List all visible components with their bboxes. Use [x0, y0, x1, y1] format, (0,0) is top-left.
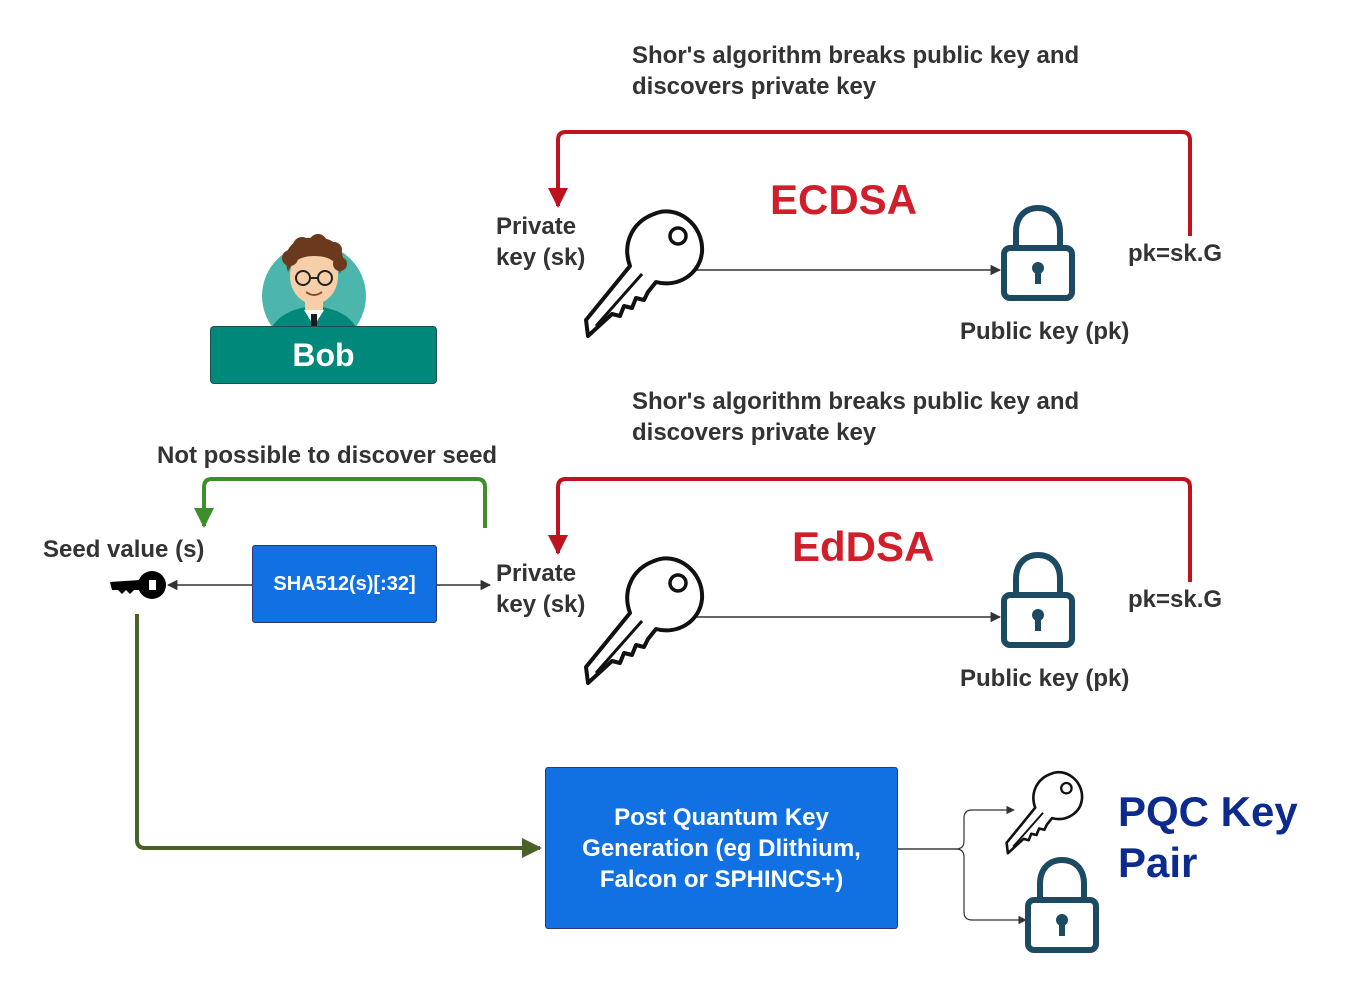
ecdsa-lock-icon [1004, 208, 1072, 298]
seed-note: Not possible to discover seed [157, 442, 498, 469]
seed-label: Seed value (s) [43, 536, 205, 563]
pqc-lock-icon [1028, 860, 1096, 950]
ecdsa-attack-arrow [548, 130, 1192, 236]
eddsa-private-key-icon [584, 556, 705, 685]
ecdsa-title: ECDSA [770, 176, 918, 223]
eddsa-public-key-label: Public key (pk) [960, 665, 1130, 692]
bob-label: Bob [210, 326, 437, 384]
seed-irreversible-arrow [194, 477, 487, 528]
seed-key-icon [110, 571, 166, 599]
pqc-title: PQC Key Pair [1118, 788, 1298, 886]
ecdsa-private-key-label: Private key (sk) [496, 213, 586, 271]
eddsa-attack-note: Shor's algorithm breaks public key and d… [632, 388, 1080, 446]
eddsa-formula: pk=sk.G [1128, 586, 1223, 613]
ecdsa-private-key-icon [584, 209, 705, 338]
pqc-generation-box: Post Quantum Key Generation (eg Dlithium… [545, 767, 898, 929]
avatar-face [290, 248, 338, 304]
pqc-to-private-key-arrow [898, 805, 1015, 850]
seed-to-pqc-arrow [135, 614, 542, 858]
pqc-to-public-key-arrow [898, 848, 1027, 925]
ecdsa-formula: pk=sk.G [1128, 240, 1223, 267]
eddsa-attack-arrow [548, 477, 1192, 582]
eddsa-lock-icon [1004, 555, 1072, 645]
hash-box: SHA512(s)[:32] [252, 545, 437, 623]
ecdsa-attack-note: Shor's algorithm breaks public key and d… [632, 42, 1080, 100]
bob-avatar [262, 234, 366, 348]
eddsa-private-key-label: Private key (sk) [496, 560, 586, 618]
eddsa-title: EdDSA [792, 523, 935, 570]
ecdsa-public-key-label: Public key (pk) [960, 318, 1130, 345]
pqc-private-key-icon [1005, 770, 1084, 855]
